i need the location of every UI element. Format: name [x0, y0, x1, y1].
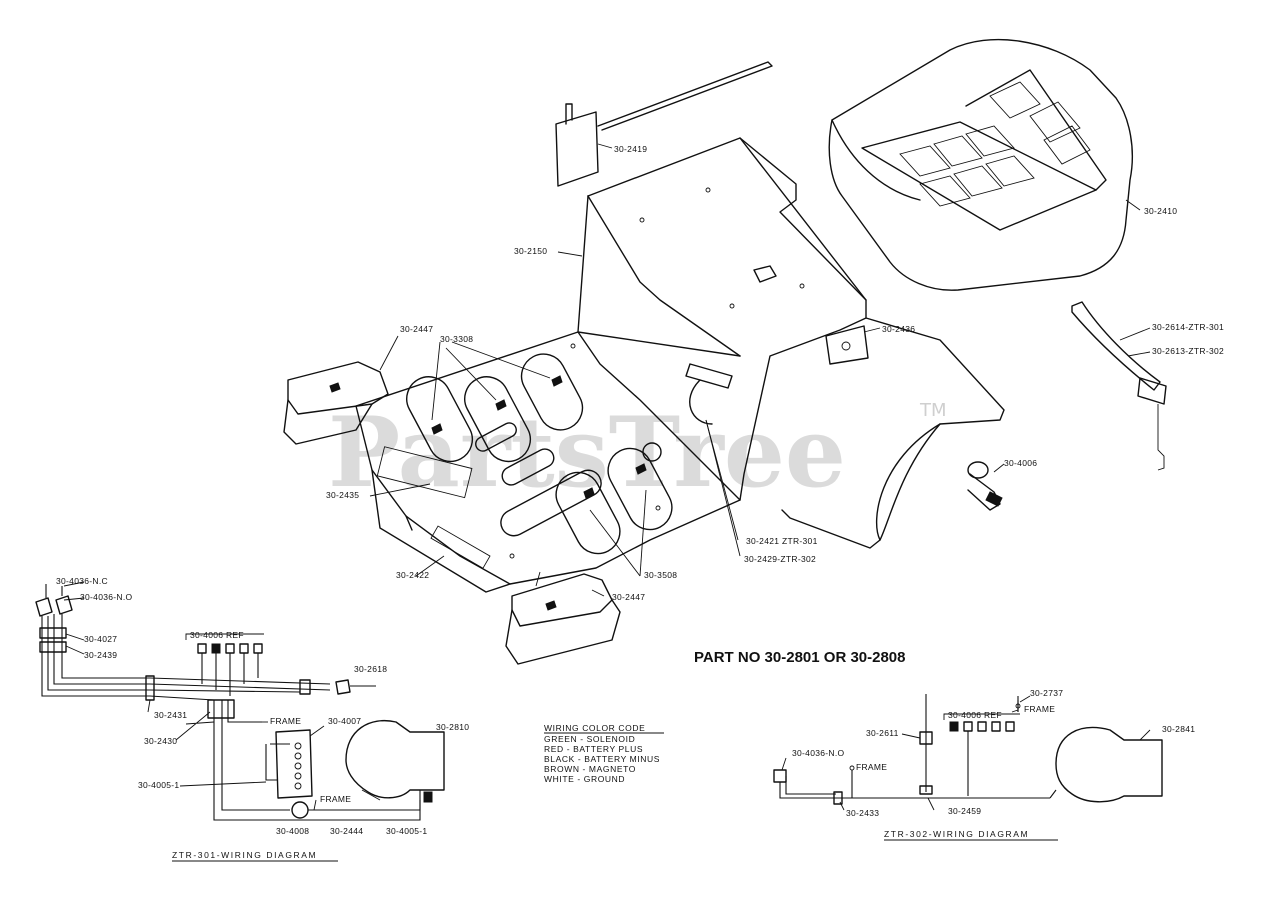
label-ztr302-frame-1: FRAME — [1024, 704, 1055, 714]
color-code-white: WHITE - GROUND — [544, 774, 625, 784]
shift-lever-drawing — [1071, 301, 1167, 471]
right-footrest-drawing — [505, 573, 621, 665]
throttle-control-drawing — [555, 61, 773, 187]
part-number-title: PART NO 30-2801 OR 30-2808 — [694, 649, 906, 666]
label-ztr301-4005-1-b: 30-4005-1 — [386, 826, 427, 836]
seat-drawing — [828, 38, 1133, 291]
label-ztr301-4006-ref: 30-4006 REF — [190, 630, 244, 640]
left-footrest-drawing — [283, 361, 389, 445]
label-ztr301-2618: 30-2618 — [354, 664, 387, 674]
label-30-2419: 30-2419 — [614, 144, 647, 154]
label-30-2613: 30-2613-ZTR-302 — [1152, 346, 1224, 356]
ztr301-wiring-diagram: 30-4036-N.C 30-4036-N.O 30-4027 30-2439 … — [35, 576, 469, 862]
label-ztr301-4036-no: 30-4036-N.O — [80, 592, 133, 602]
label-ztr302-4036-no: 30-4036-N.O — [792, 748, 845, 758]
label-30-2422: 30-2422 — [396, 570, 429, 580]
label-ztr301-2444: 30-2444 — [330, 826, 363, 836]
color-code-brown: BROWN - MAGNETO — [544, 764, 636, 774]
label-30-3508: 30-3508 — [644, 570, 677, 580]
label-30-4006: 30-4006 — [1004, 458, 1037, 468]
label-ztr301-4007: 30-4007 — [328, 716, 361, 726]
label-ztr301-2430: 30-2430 — [144, 736, 177, 746]
label-ztr301-2431: 30-2431 — [154, 710, 187, 720]
fender-drawing — [781, 317, 1005, 549]
label-30-2421: 30-2421 ZTR-301 — [746, 536, 818, 546]
label-ztr301-frame-2: FRAME — [320, 794, 351, 804]
key-switch-drawing — [967, 461, 1003, 511]
label-ztr302-2459: 30-2459 — [948, 806, 981, 816]
label-ztr301-4036-nc: 30-4036-N.C — [56, 576, 108, 586]
label-30-2410: 30-2410 — [1144, 206, 1177, 216]
color-code-black: BLACK - BATTERY MINUS — [544, 754, 660, 764]
label-ztr302-4006-ref: 30-4006 REF — [948, 710, 1002, 720]
ztr302-caption: ZTR-302-WIRING DIAGRAM — [884, 829, 1029, 839]
label-30-3308: 30-3308 — [440, 334, 473, 344]
label-30-2614: 30-2614-ZTR-301 — [1152, 322, 1224, 332]
label-ztr302-2737: 30-2737 — [1030, 688, 1063, 698]
trademark-text: TM — [919, 400, 947, 421]
label-30-2447-right: 30-2447 — [612, 592, 645, 602]
label-30-2447-left: 30-2447 — [400, 324, 433, 334]
label-ztr302-2611: 30-2611 — [866, 728, 899, 738]
label-30-2436: 30-2436 — [882, 324, 915, 334]
leader-lines — [369, 143, 1151, 597]
part-labels: 30-2419 30-2150 30-2410 30-2447 30-3308 … — [326, 144, 1224, 602]
wiring-color-code-legend: WIRING COLOR CODE GREEN - SOLENOID RED -… — [544, 723, 664, 784]
label-ztr302-2841: 30-2841 — [1162, 724, 1195, 734]
color-code-green: GREEN - SOLENOID — [544, 734, 635, 744]
label-ztr302-2433: 30-2433 — [846, 808, 879, 818]
label-ztr302-frame-2: FRAME — [856, 762, 887, 772]
label-ztr301-4008: 30-4008 — [276, 826, 309, 836]
color-code-heading: WIRING COLOR CODE — [544, 723, 645, 733]
label-30-2435: 30-2435 — [326, 490, 359, 500]
color-code-red: RED - BATTERY PLUS — [544, 744, 643, 754]
label-ztr301-4005-1-a: 30-4005-1 — [138, 780, 179, 790]
label-30-2150: 30-2150 — [514, 246, 547, 256]
label-ztr301-2810: 30-2810 — [436, 722, 469, 732]
label-30-2429: 30-2429-ZTR-302 — [744, 554, 816, 564]
body-tunnel-drawing — [577, 137, 867, 501]
label-ztr301-2439: 30-2439 — [84, 650, 117, 660]
ztr302-wiring-diagram: 30-2737 FRAME 30-4006 REF 30-2611 30-284… — [773, 688, 1195, 841]
ztr301-caption: ZTR-301-WIRING DIAGRAM — [172, 850, 317, 860]
label-ztr301-frame-1: FRAME — [270, 716, 301, 726]
label-ztr301-4027: 30-4027 — [84, 634, 117, 644]
